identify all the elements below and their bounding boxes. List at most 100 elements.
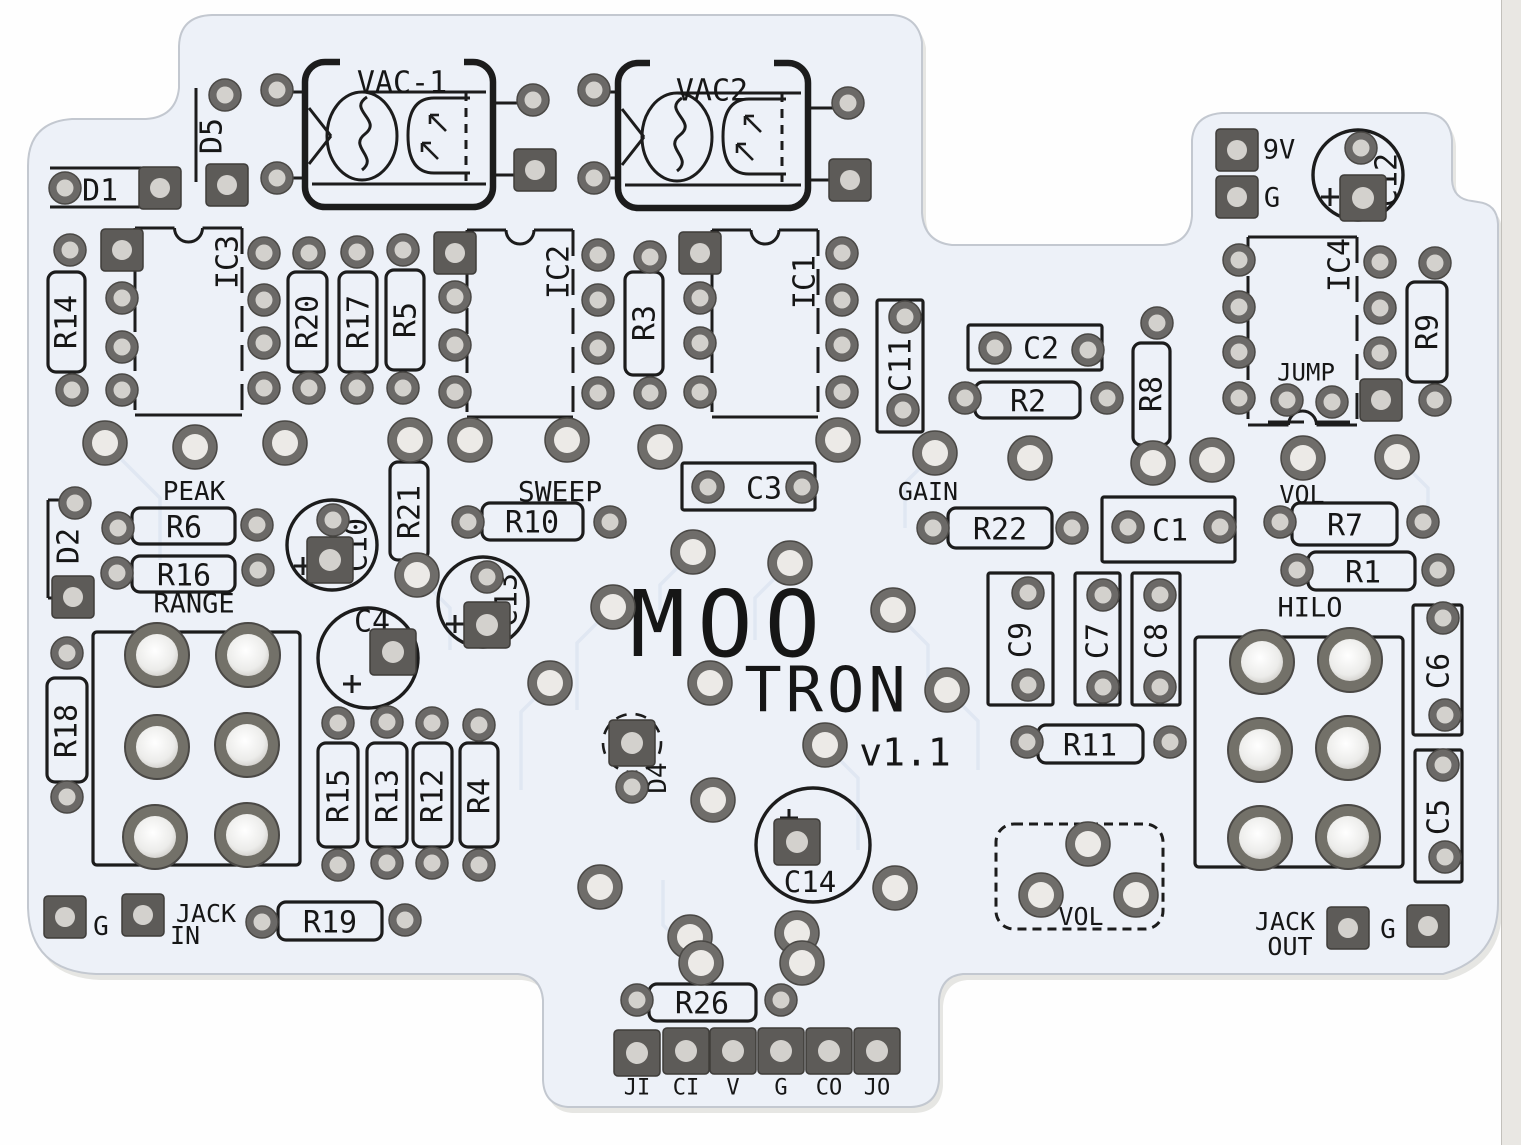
pad-hole	[697, 670, 723, 696]
ecap-outline	[285, 498, 379, 592]
lamp-lead	[620, 108, 646, 138]
silkscreen-label: VAC2	[676, 74, 748, 109]
pad-hole	[537, 670, 563, 696]
pad-hole	[866, 1040, 888, 1062]
silkscreen-label: C11	[884, 338, 919, 392]
silkscreen-label: R5	[389, 302, 424, 338]
pad-hole	[255, 379, 273, 397]
pad-hole	[92, 430, 118, 456]
silkscreen-label: R20	[291, 295, 326, 349]
light-arrow	[744, 115, 762, 133]
ldr-outline	[406, 96, 470, 175]
silkscreen-label: R18	[50, 704, 85, 758]
pad-hole	[255, 244, 273, 262]
pad-hole	[688, 950, 714, 976]
pad-hole	[1094, 586, 1112, 604]
pad-hole	[1148, 314, 1166, 332]
pad-hole	[956, 389, 974, 407]
pad-hole	[113, 338, 131, 356]
pad-hole	[1079, 341, 1097, 359]
pad-hole	[1098, 389, 1116, 407]
pad-hole-big	[1329, 639, 1371, 681]
pad-hole	[777, 550, 803, 576]
pad-hole	[423, 714, 441, 732]
silkscreen-label: C6	[1422, 653, 1457, 689]
ecap-outline	[316, 606, 420, 710]
pad-hole	[268, 169, 286, 187]
pad-hole	[255, 334, 273, 352]
pad-hole	[1429, 561, 1447, 579]
silkscreen-label: VAC-1	[357, 66, 447, 101]
pad-hole	[833, 383, 851, 401]
ic-notch	[1287, 409, 1318, 426]
pad-hole	[300, 244, 318, 262]
pad-hole	[1211, 518, 1229, 536]
silkscreen-label: VOL	[1058, 902, 1103, 931]
pad-hole	[1371, 299, 1389, 317]
silkscreen-label: C9	[1004, 622, 1039, 658]
silkscreen-label: JO	[864, 1076, 891, 1101]
pad-hole	[1019, 676, 1037, 694]
silkscreen-label: R15	[322, 769, 357, 823]
component-outline	[1405, 280, 1449, 384]
lamp-filament	[673, 96, 687, 173]
lamp-lead	[307, 135, 333, 165]
ic-notch	[173, 227, 204, 244]
silkscreen-label: G	[93, 912, 109, 942]
pad-hole	[1352, 187, 1374, 209]
pad-hole	[589, 339, 607, 357]
ic-notch	[749, 229, 781, 246]
silkscreen-label: MOO	[630, 571, 832, 678]
silkscreen-label: TRON	[744, 654, 909, 727]
pad-hole	[112, 240, 132, 260]
pad-hole-big	[226, 814, 268, 856]
silkscreen-label: R6	[166, 511, 202, 546]
vactrol-label-plate	[650, 53, 774, 85]
silkscreen-label: R14	[50, 295, 85, 349]
pad-hole	[319, 549, 341, 571]
pad-hole	[1426, 254, 1444, 272]
silkscreen-label: D5	[195, 118, 230, 154]
pad-hole	[423, 854, 441, 872]
pad-hole	[457, 427, 483, 453]
silkscreen-label: R26	[675, 987, 729, 1022]
silkscreen-label: C3	[746, 472, 782, 507]
pad-hole	[446, 288, 464, 306]
silkscreen-label: IC3	[211, 235, 246, 289]
component-outline	[316, 741, 360, 849]
pad-hole	[691, 334, 709, 352]
pad-hole	[585, 169, 603, 187]
pad-hole	[1230, 343, 1248, 361]
pad-hole	[216, 86, 234, 104]
pad-hole	[1140, 450, 1166, 476]
silkscreen-label: RANGE	[153, 588, 234, 619]
pad-hole	[585, 81, 603, 99]
lamp-lead	[307, 107, 333, 137]
pad-hole	[722, 1040, 744, 1062]
silkscreen-label: R11	[1063, 729, 1117, 764]
pad-hole	[700, 787, 726, 813]
pad-hole	[478, 568, 496, 586]
pad-hole	[1436, 848, 1454, 866]
silkscreen-label: IC2	[542, 245, 577, 299]
pad-hole	[680, 539, 706, 565]
silkscreen-label: D2	[52, 528, 87, 564]
pad-hole	[812, 732, 838, 758]
silkscreen-label: G	[1264, 182, 1280, 213]
silkscreen-label: G	[1380, 915, 1396, 945]
silkscreen-label: R19	[303, 906, 357, 941]
pad-hole	[1151, 586, 1169, 604]
pad-hole	[691, 289, 709, 307]
pad-hole	[1418, 916, 1438, 936]
pad-hole	[1323, 393, 1341, 411]
pad-hole-big	[1239, 729, 1281, 771]
pad-hole-big	[1327, 727, 1369, 769]
pad-hole	[786, 831, 808, 853]
silkscreen-label: C5	[1422, 799, 1457, 835]
silkscreen-label: IC1	[788, 255, 823, 309]
pad-hole	[1436, 706, 1454, 724]
component-outline	[458, 741, 500, 849]
silkscreen-label: VOL	[1279, 480, 1324, 509]
